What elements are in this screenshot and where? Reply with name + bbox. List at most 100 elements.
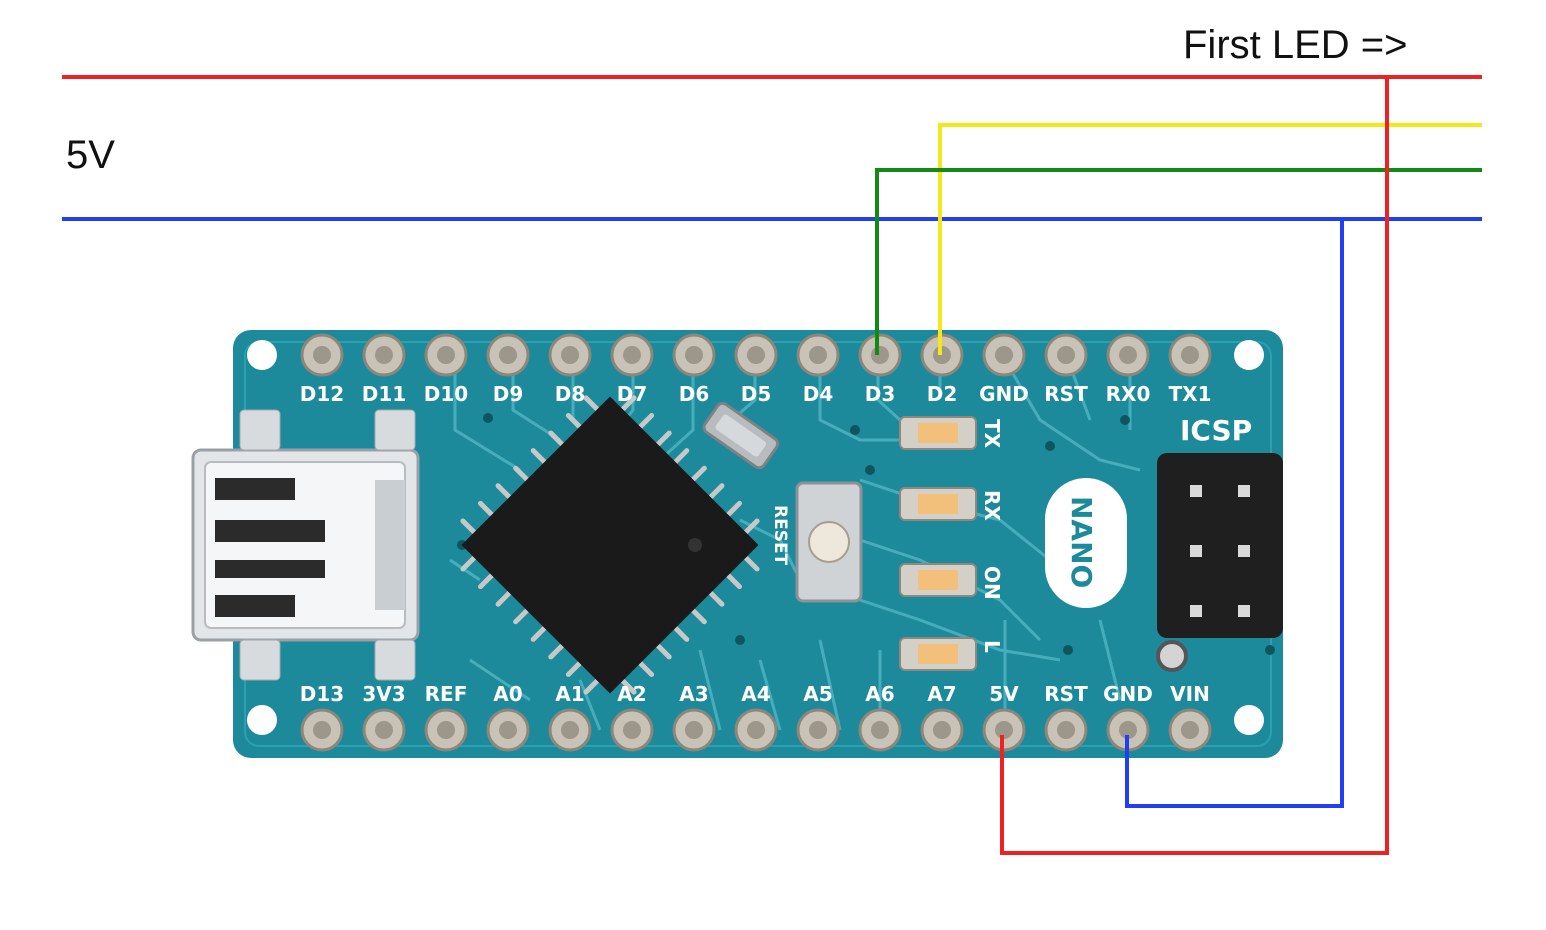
mount-hole: [247, 340, 277, 370]
yellow-data-wire: [938, 123, 1482, 355]
reset-button[interactable]: [795, 481, 863, 603]
pin-d7: D7: [610, 333, 654, 406]
top-pin-label: RST: [1044, 382, 1088, 406]
chip-pin: [708, 483, 725, 500]
pcb: [233, 330, 1283, 758]
top-pin-label: D2: [927, 382, 958, 406]
chip-pin: [530, 625, 548, 642]
icsp-label: ICSP: [1180, 414, 1252, 447]
bottom-pin-label: A1: [555, 682, 584, 706]
pin-d5: D5: [734, 333, 778, 406]
led-l: L: [899, 637, 1004, 671]
nano-logo: NANO: [1045, 478, 1127, 608]
mount-hole: [1234, 340, 1264, 370]
top-pin-label: D8: [555, 382, 586, 406]
bottom-pin-label: A2: [617, 682, 646, 706]
pin-a6: A6: [858, 682, 902, 752]
bottom-pin-label: A3: [679, 682, 708, 706]
pin-tx1: TX1: [1168, 333, 1212, 406]
icsp-header: [1156, 453, 1283, 672]
top-pin-label: D9: [493, 382, 524, 406]
bottom-pin-label: A0: [493, 682, 522, 706]
pin-a7: A7: [920, 682, 964, 752]
nano-text: NANO: [1065, 496, 1098, 588]
chip-pin: [548, 643, 565, 660]
chip-pin: [477, 500, 495, 518]
chip-pin: [620, 678, 637, 695]
led-label: TX: [980, 419, 1004, 449]
blue-gnd-wire: [1125, 219, 1344, 808]
pin-a4: A4: [734, 682, 778, 752]
top-pin-label: D4: [803, 382, 834, 406]
red-5v-wire: [1000, 77, 1389, 855]
chip-pin: [725, 500, 743, 518]
pin-d9: D9: [486, 333, 530, 406]
chip-pin: [690, 607, 707, 625]
chip-pin: [743, 555, 760, 572]
chip-pin: [620, 395, 637, 412]
chip-pin: [513, 465, 530, 483]
top-pin-label: D6: [679, 382, 710, 406]
chip-pin: [460, 518, 477, 535]
pin-rst: RST: [1044, 333, 1088, 406]
top-pin-label: D11: [362, 382, 406, 406]
chip-pin: [583, 678, 600, 695]
chip-pin: [530, 448, 548, 465]
chip-pin: [583, 395, 600, 412]
chip-pin: [548, 430, 565, 447]
bottom-pin-label: 3V3: [362, 682, 405, 706]
pin-5v: 5V: [982, 682, 1026, 752]
led-label: RX: [980, 490, 1004, 521]
pin-d6: D6: [672, 333, 716, 406]
usb-connector: [191, 409, 420, 681]
led-on: ON: [899, 563, 1004, 600]
first-led-label: First LED =>: [1183, 23, 1408, 67]
top-pin-label: D12: [300, 382, 344, 406]
chip-pin: [743, 518, 760, 535]
pin-a0: A0: [486, 682, 530, 752]
chip-pin: [495, 483, 512, 500]
bottom-pin-label: VIN: [1170, 682, 1210, 706]
bottom-pin-label: D13: [300, 682, 344, 706]
pin-d11: D11: [362, 333, 406, 406]
pin-vin: VIN: [1168, 682, 1212, 752]
pin-gnd: GND: [1103, 682, 1153, 752]
chip-pin: [495, 590, 512, 607]
top-pin-label: TX1: [1169, 382, 1212, 406]
bottom-pin-label: A7: [927, 682, 956, 706]
chip-pin: [565, 412, 583, 430]
chip-pin: [690, 465, 707, 483]
pin-rx0: RX0: [1106, 333, 1150, 406]
leds: TX RX ON L: [899, 416, 1004, 671]
pin-d12: D12: [300, 333, 344, 406]
led-tx: TX: [899, 416, 1004, 450]
bottom-pin-label: A4: [741, 682, 770, 706]
chip-pin: [513, 607, 530, 625]
top-pin-label: D10: [424, 382, 468, 406]
bottom-pin-label: RST: [1044, 682, 1088, 706]
pin-rst: RST: [1044, 682, 1088, 752]
chip-pin: [725, 572, 743, 590]
pin-ref: REF: [424, 682, 468, 752]
bottom-pin-label: A5: [803, 682, 832, 706]
chip-pin: [565, 660, 583, 678]
bottom-pin-row: D13 3V3 REF A0 A1 A2 A3 A4 A5 A6 A7 5V RST GND VIN: [300, 682, 1212, 752]
led-rx: RX: [899, 487, 1004, 521]
pin-gnd: GND: [979, 333, 1029, 406]
pin-a3: A3: [672, 682, 716, 752]
top-pin-label: GND: [979, 382, 1029, 406]
top-pin-label: D3: [865, 382, 896, 406]
pin-d4: D4: [796, 333, 840, 406]
bottom-pin-label: REF: [425, 682, 468, 706]
pin-a2: A2: [610, 682, 654, 752]
chip-pin: [672, 625, 690, 642]
chip-pin: [477, 572, 495, 590]
chip-pin: [460, 555, 477, 572]
chip-pin: [655, 643, 672, 660]
pin-3v3: 3V3: [362, 682, 406, 752]
bottom-pin-label: 5V: [989, 682, 1019, 706]
bottom-pin-label: A6: [865, 682, 894, 706]
mount-hole: [247, 705, 277, 735]
pin-d3: D3: [858, 333, 902, 406]
